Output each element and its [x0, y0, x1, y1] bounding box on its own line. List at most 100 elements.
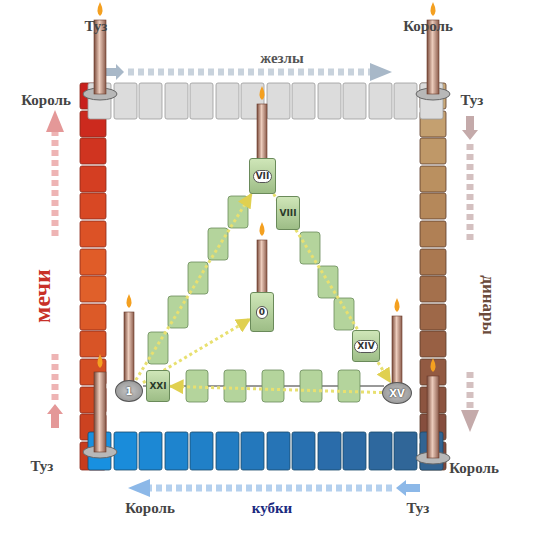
cups-card	[343, 432, 366, 470]
major-arcana-cards	[143, 196, 384, 402]
arrow-head	[128, 479, 150, 497]
suit-end-label: Туз	[85, 19, 108, 34]
arcana-card	[334, 298, 354, 330]
direction-arrows	[46, 63, 479, 497]
wands-card	[394, 83, 417, 119]
swords-card	[80, 166, 106, 192]
cups-card	[267, 432, 290, 470]
arcana-card	[300, 370, 322, 402]
swords-card	[80, 276, 106, 302]
coins-card	[420, 221, 446, 247]
card-numeral: 1	[126, 386, 133, 397]
arcana-card: XIV	[352, 330, 380, 362]
arrow-head	[461, 410, 479, 432]
arrow-shaft	[150, 485, 392, 492]
arrow-shaft	[467, 372, 474, 410]
arcana-card: XXI	[146, 370, 170, 402]
arcana-card	[338, 370, 360, 402]
candle-base-circle: XV	[382, 382, 412, 404]
candle-base-circle: 1	[115, 380, 143, 402]
wands-card	[267, 83, 290, 119]
suit-name: кубки	[252, 501, 293, 516]
cups-card	[369, 432, 392, 470]
candle-flame	[98, 2, 103, 16]
suit-name: жезлы	[260, 51, 304, 66]
suit-end-label: Туз	[31, 459, 54, 474]
cups-row	[88, 432, 443, 470]
arrow-shaft	[52, 352, 59, 400]
sequence-arrow	[136, 194, 251, 380]
card-numeral: 0	[256, 306, 268, 319]
suit-end-label: Туз	[461, 93, 484, 108]
card-numeral: XIV	[354, 340, 377, 353]
suit-name: мечи	[30, 269, 54, 323]
suit-end-label: Король	[125, 501, 175, 516]
coins-card	[420, 166, 446, 192]
arrow-shaft	[128, 69, 370, 76]
arrow-tail	[396, 480, 420, 496]
swords-column	[80, 83, 106, 470]
suit-end-label: Король	[403, 19, 453, 34]
cups-card	[165, 432, 188, 470]
cups-card	[241, 432, 264, 470]
candle-flame	[395, 298, 400, 312]
wands-card	[190, 83, 213, 119]
swords-card	[80, 249, 106, 275]
arcana-card	[148, 332, 168, 364]
arrow-shaft	[52, 132, 59, 236]
wands-card	[369, 83, 392, 119]
swords-card	[80, 331, 106, 357]
arcana-card	[262, 370, 284, 402]
cups-card	[216, 432, 239, 470]
arcana-card: VII	[249, 158, 276, 194]
arcana-card: VIII	[276, 196, 300, 230]
coins-card	[420, 331, 446, 357]
cups-card	[190, 432, 213, 470]
arcana-card	[208, 228, 228, 260]
arcana-card	[228, 196, 248, 228]
cups-card	[114, 432, 137, 470]
wands-card	[139, 83, 162, 119]
coins-column	[420, 83, 446, 470]
card-numeral: XXI	[149, 381, 166, 391]
candle-flame	[260, 86, 265, 100]
candle-body	[392, 316, 402, 390]
coins-card	[420, 193, 446, 219]
candle-flame	[98, 354, 103, 368]
coins-card	[420, 138, 446, 164]
wands-card	[165, 83, 188, 119]
swords-card	[80, 304, 106, 330]
card-numeral: VII	[253, 170, 273, 183]
suit-name: динары	[480, 275, 497, 334]
candles	[83, 2, 450, 464]
wands-card	[318, 83, 341, 119]
sequence-arrow	[274, 194, 391, 382]
candle-flame	[127, 294, 132, 308]
candle-flame	[431, 358, 436, 372]
coins-card	[420, 249, 446, 275]
candle-body	[427, 376, 439, 458]
cups-card	[292, 432, 315, 470]
coins-card	[420, 304, 446, 330]
sequence-arrow	[170, 386, 382, 392]
cups-card	[318, 432, 341, 470]
coins-card	[420, 276, 446, 302]
swords-card	[80, 221, 106, 247]
suit-end-label: Король	[21, 93, 71, 108]
candle-body	[94, 372, 106, 452]
arrow-shaft	[467, 144, 474, 240]
candle-flame	[260, 222, 265, 236]
arcana-card	[224, 370, 246, 402]
wands-card	[114, 83, 137, 119]
card-numeral: XV	[389, 388, 404, 399]
card-numeral: VIII	[279, 208, 296, 218]
candle-body	[124, 312, 134, 388]
wands-card	[343, 83, 366, 119]
arrow-tail	[47, 404, 63, 428]
swords-card	[80, 138, 106, 164]
suit-end-label: Король	[449, 461, 499, 476]
cups-card	[139, 432, 162, 470]
arrow-tail	[462, 116, 478, 140]
